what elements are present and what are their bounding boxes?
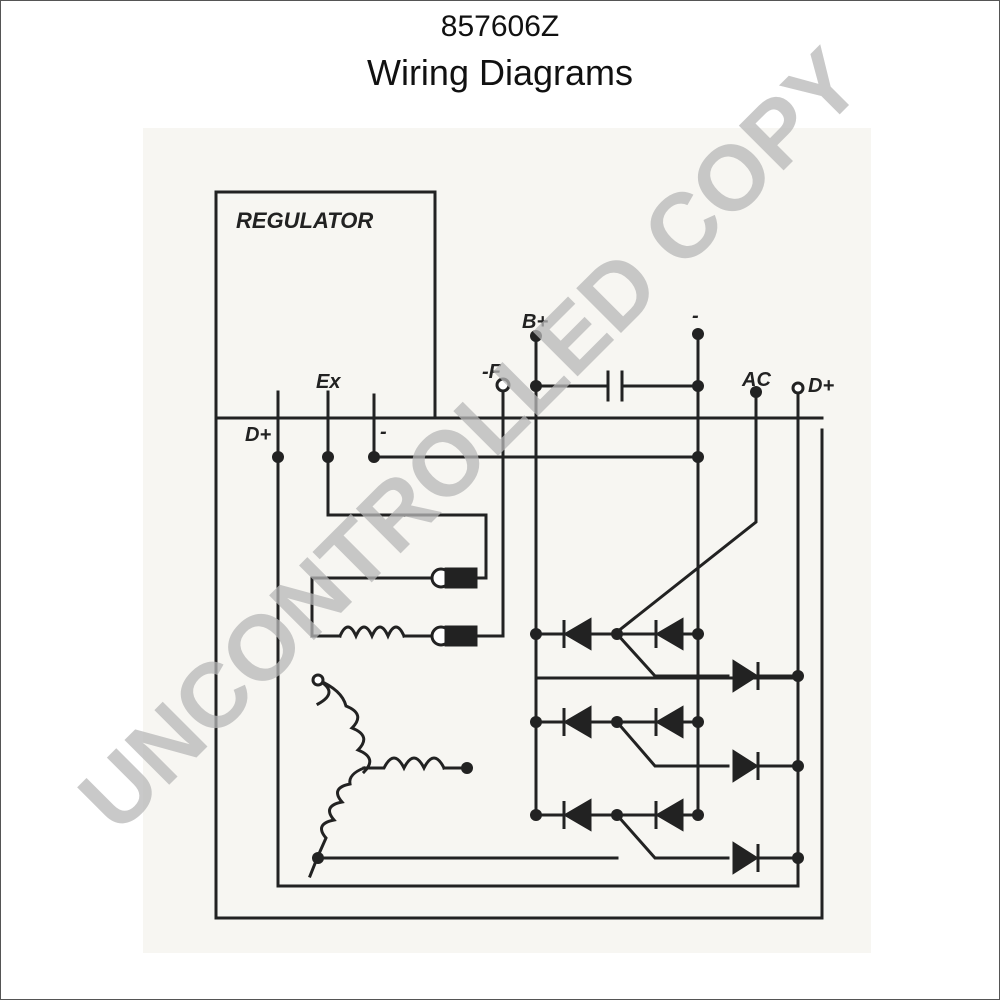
junction-dot xyxy=(792,852,804,864)
diode-pos-2 xyxy=(563,705,592,739)
junction-dot xyxy=(692,628,704,640)
brush-1 xyxy=(444,567,478,589)
scanned-diagram-background xyxy=(143,128,871,953)
diode-pos-3 xyxy=(563,798,592,832)
junction-dot xyxy=(530,628,542,640)
junction-dot xyxy=(692,451,704,463)
junction-dot xyxy=(530,380,542,392)
ex-to-field-wire xyxy=(326,513,488,580)
label-d-plus-left: D+ xyxy=(245,424,271,446)
label-minus-f: -F xyxy=(482,361,502,383)
junction-dot xyxy=(692,380,704,392)
label-ex: Ex xyxy=(316,371,341,393)
phase-2-exciter-branch xyxy=(614,719,730,768)
diode-neg-3 xyxy=(655,798,684,832)
junction-dot xyxy=(312,852,324,864)
page-title: Wiring Diagrams xyxy=(366,52,634,93)
rotor-field-coil xyxy=(338,625,406,640)
rotor-field-left-wire xyxy=(310,576,437,638)
junction-dot xyxy=(692,809,704,821)
terminal-ac xyxy=(750,386,762,398)
stator-winding-b xyxy=(362,756,447,772)
housing-outline xyxy=(214,416,824,920)
exciter-diode-1 xyxy=(732,659,759,693)
stator-winding-c xyxy=(308,766,366,878)
brush-2 xyxy=(444,625,478,647)
junction-dot xyxy=(611,716,623,728)
label-ac: AC xyxy=(741,369,771,391)
label-minus-top: - xyxy=(692,305,699,327)
label-minus-reg: - xyxy=(380,421,387,443)
diode-neg-2 xyxy=(655,705,684,739)
diode-pos-1 xyxy=(563,617,592,651)
part-number: 857606Z xyxy=(440,10,560,43)
exciter-diode-3 xyxy=(732,841,759,875)
junction-dot xyxy=(792,670,804,682)
junction-dot xyxy=(311,673,325,687)
junction-dot xyxy=(611,628,623,640)
phase-1-exciter-branch xyxy=(614,631,730,678)
ac-wire xyxy=(614,390,758,635)
phase-3-exciter-branch xyxy=(614,812,730,860)
junction-dot xyxy=(368,451,380,463)
diode-neg-1 xyxy=(655,617,684,651)
label-b-plus: B+ xyxy=(522,311,548,333)
terminal-d-plus-right xyxy=(791,381,805,395)
regulator-box xyxy=(214,190,437,420)
junction-dot xyxy=(530,716,542,728)
label-d-plus-right: D+ xyxy=(808,375,834,397)
junction-dot xyxy=(461,762,473,774)
junction-dot xyxy=(792,760,804,772)
junction-dot xyxy=(272,451,284,463)
junction-dot xyxy=(530,809,542,821)
label-regulator: REGULATOR xyxy=(236,208,373,233)
junction-dot xyxy=(611,809,623,821)
stator-winding-a xyxy=(315,677,372,775)
terminal-b-plus xyxy=(530,330,542,342)
terminal-minus-f xyxy=(495,377,511,393)
junction-dot xyxy=(322,451,334,463)
exciter-diode-2 xyxy=(732,749,759,783)
junction-dot xyxy=(692,716,704,728)
terminal-minus-top xyxy=(692,328,704,340)
